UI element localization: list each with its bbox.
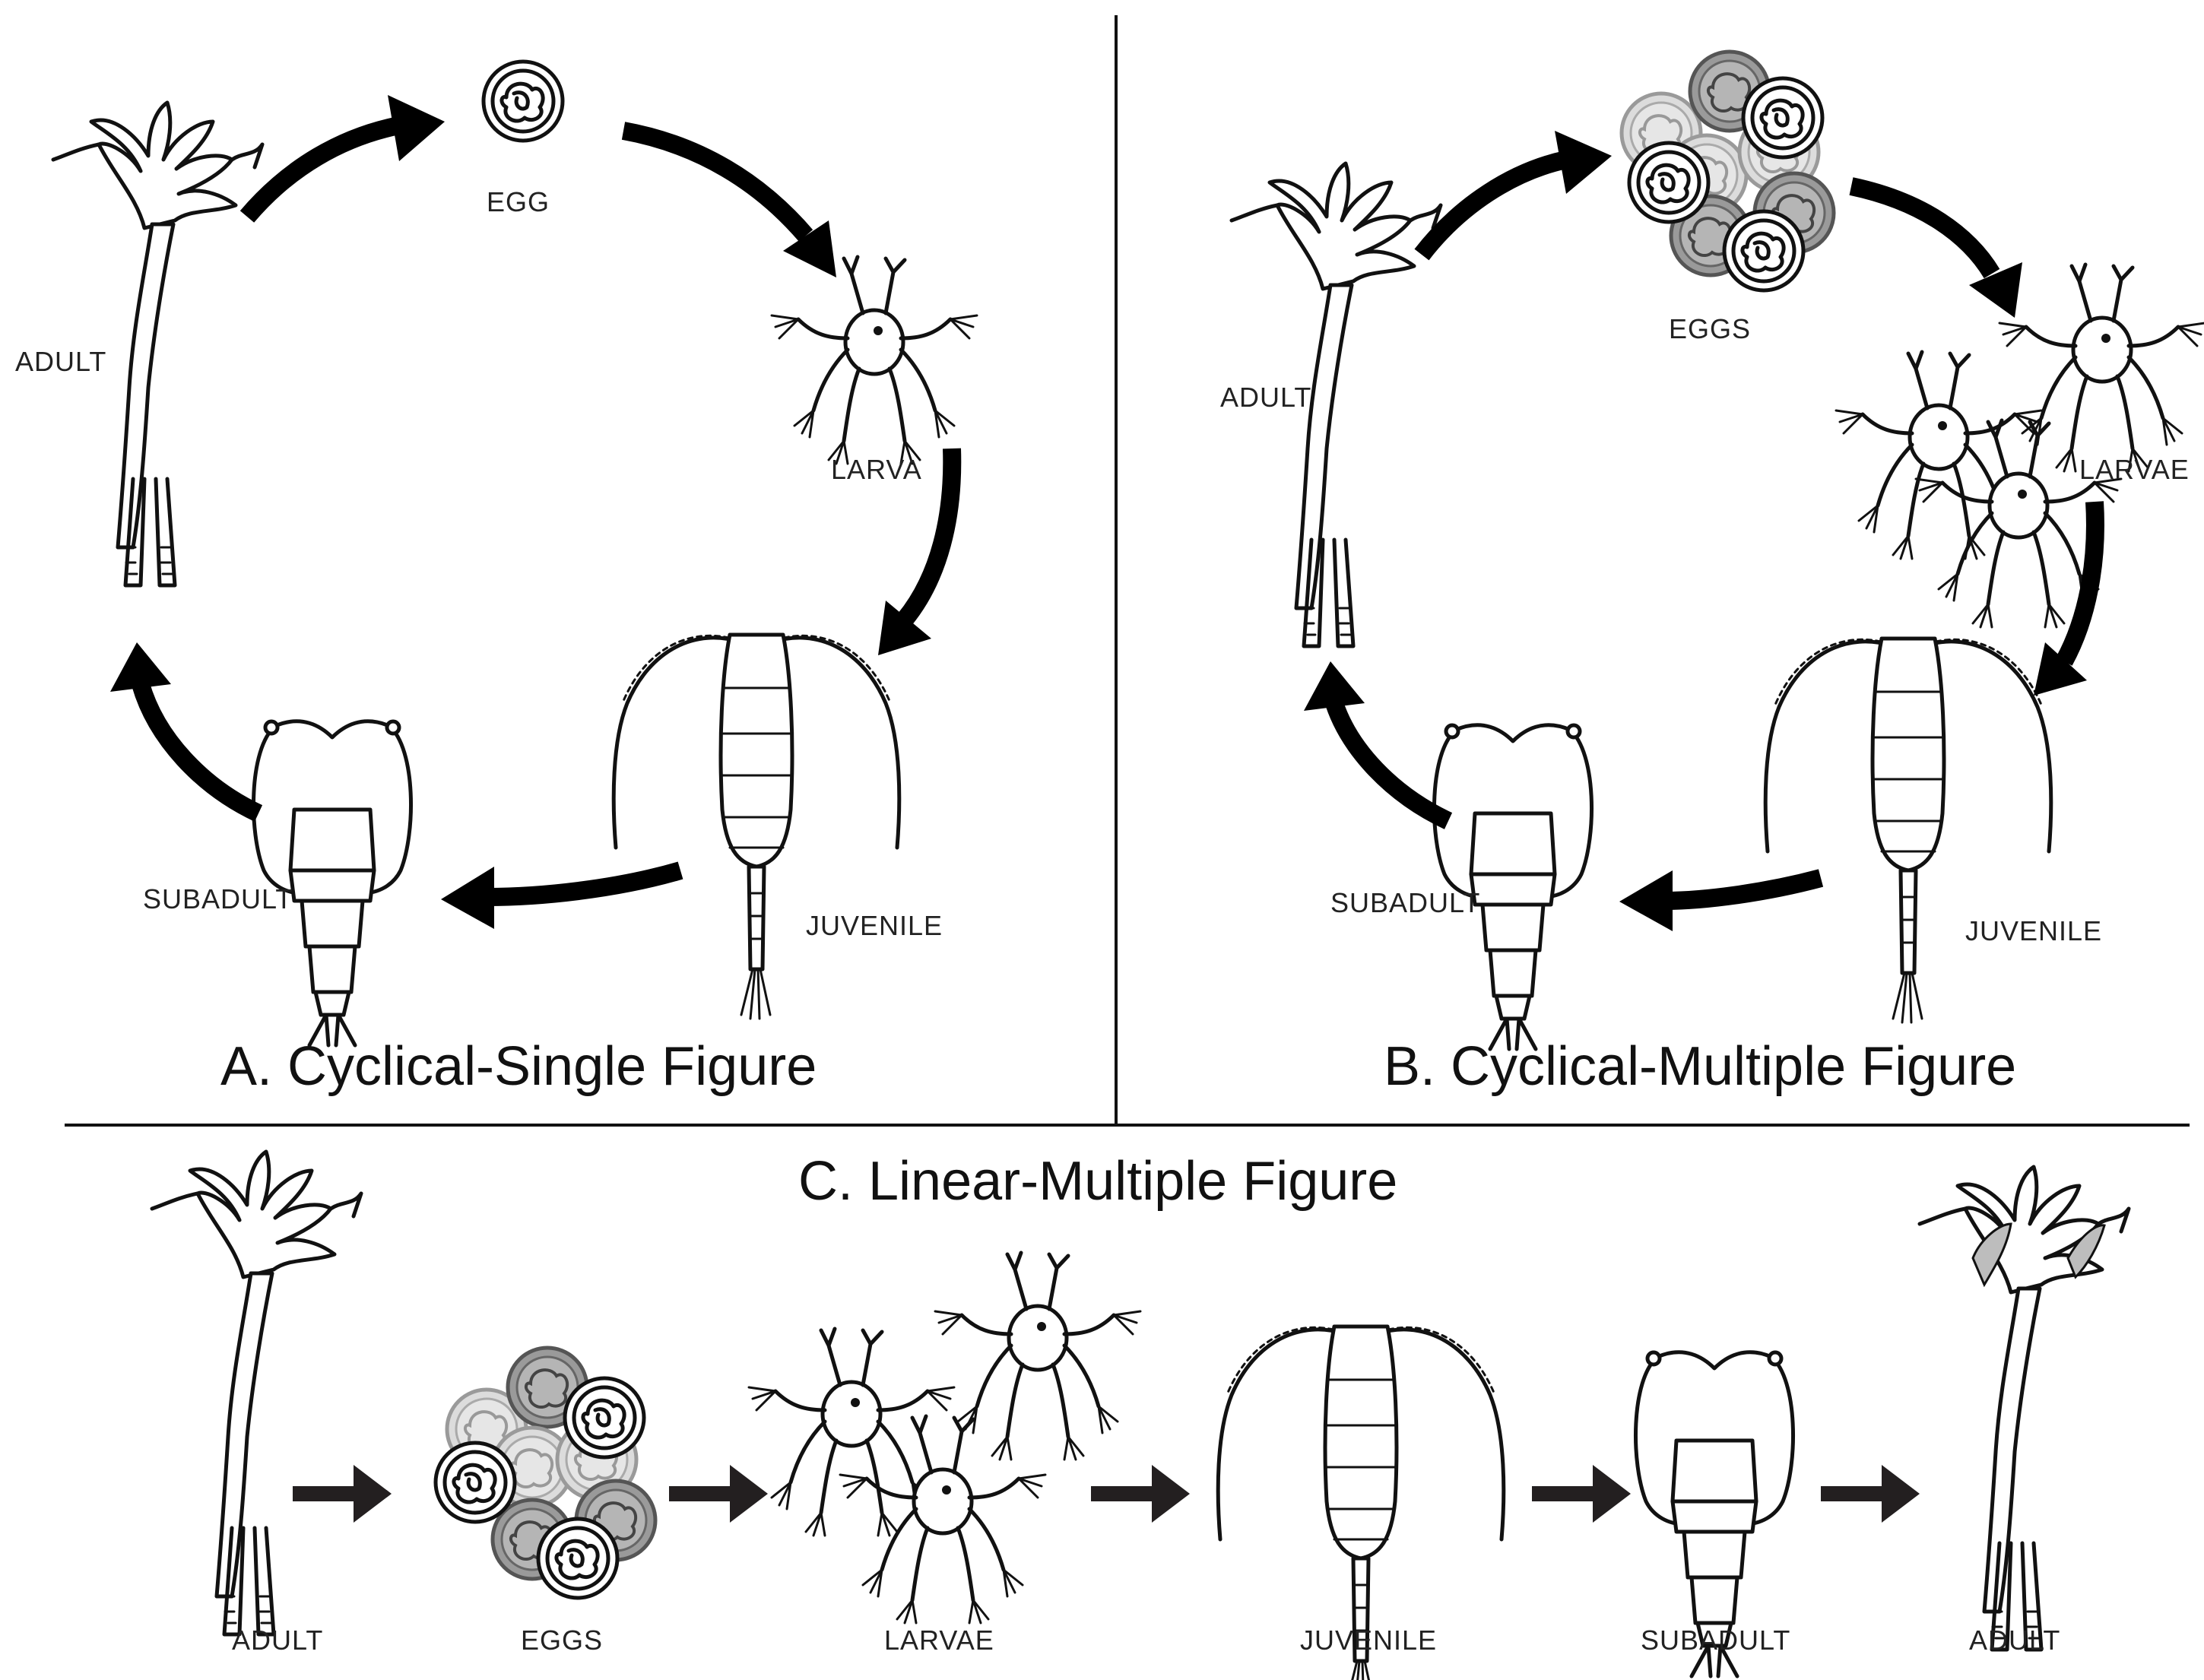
label-juvenile: JUVENILE bbox=[806, 910, 943, 941]
cycle-arrow-icon bbox=[621, 122, 836, 277]
panel-b-title: B. Cyclical-Multiple Figure bbox=[1384, 1036, 2016, 1097]
egg-icon bbox=[484, 62, 563, 141]
egg-icon bbox=[1724, 211, 1803, 290]
cycle-arrow-icon bbox=[1619, 869, 1824, 931]
egg-icon bbox=[565, 1378, 644, 1457]
label-adult: ADULT bbox=[1220, 382, 1311, 413]
cycle-arrow-icon bbox=[239, 95, 445, 223]
label-juvenile: JUVENILE bbox=[1965, 915, 2102, 946]
panel-a: EGG LARVA JUVENILE SUBADULT ADULT A. Cyc… bbox=[15, 62, 977, 1097]
label-larva: LARVA bbox=[831, 454, 922, 485]
panel-b: EGGS LARVAE JUVENILE SUBADULT ADULT B. C… bbox=[1220, 52, 2204, 1097]
label-eggs: EGGS bbox=[521, 1625, 603, 1656]
label-subadult: SUBADULT bbox=[143, 883, 293, 914]
arrow-icon bbox=[1091, 1465, 1190, 1523]
egg-icon bbox=[538, 1519, 617, 1598]
label-egg: EGG bbox=[487, 186, 550, 217]
label-subadult: SUBADULT bbox=[1330, 887, 1480, 918]
panel-a-title: A. Cyclical-Single Figure bbox=[220, 1036, 817, 1097]
label-adult: ADULT bbox=[1969, 1625, 2060, 1656]
egg-icon bbox=[1743, 78, 1822, 157]
egg-icon bbox=[436, 1443, 515, 1522]
eggs-cluster bbox=[1622, 52, 1834, 290]
panel-c-title: C. Linear-Multiple Figure bbox=[798, 1151, 1397, 1212]
adult-polyp-icon bbox=[53, 103, 262, 585]
larva-icon bbox=[1999, 265, 2204, 471]
label-juvenile: JUVENILE bbox=[1300, 1625, 1437, 1656]
adult-polyp-icon bbox=[1920, 1167, 2129, 1650]
eggs-cluster bbox=[436, 1348, 655, 1598]
cycle-arrow-icon bbox=[1414, 131, 1612, 261]
arrow-icon bbox=[669, 1465, 768, 1523]
arrow-icon bbox=[293, 1465, 392, 1523]
cycle-arrow-icon bbox=[441, 861, 683, 929]
label-adult: ADULT bbox=[232, 1625, 323, 1656]
adult-polyp-icon bbox=[152, 1152, 361, 1634]
egg-icon bbox=[1629, 143, 1708, 222]
juvenile-copepod-icon bbox=[614, 635, 899, 1019]
cycle-arrow-icon bbox=[1304, 661, 1453, 829]
label-eggs: EGGS bbox=[1669, 313, 1751, 344]
cycle-arrow-icon bbox=[878, 448, 962, 655]
label-larvae: LARVAE bbox=[2079, 454, 2190, 485]
cycle-arrow-icon bbox=[2034, 501, 2104, 696]
larva-icon bbox=[772, 257, 977, 464]
cycle-arrow-icon bbox=[110, 642, 263, 822]
juvenile-copepod-icon bbox=[1765, 639, 2051, 1022]
arrow-icon bbox=[1821, 1465, 1920, 1523]
label-subadult: SUBADULT bbox=[1641, 1625, 1790, 1656]
panel-c: C. Linear-Multiple Figure bbox=[152, 1151, 2129, 1680]
arrow-icon bbox=[1532, 1465, 1631, 1523]
label-larvae: LARVAE bbox=[884, 1625, 994, 1656]
cycle-arrow-icon bbox=[1849, 177, 2022, 318]
label-adult: ADULT bbox=[15, 346, 106, 377]
